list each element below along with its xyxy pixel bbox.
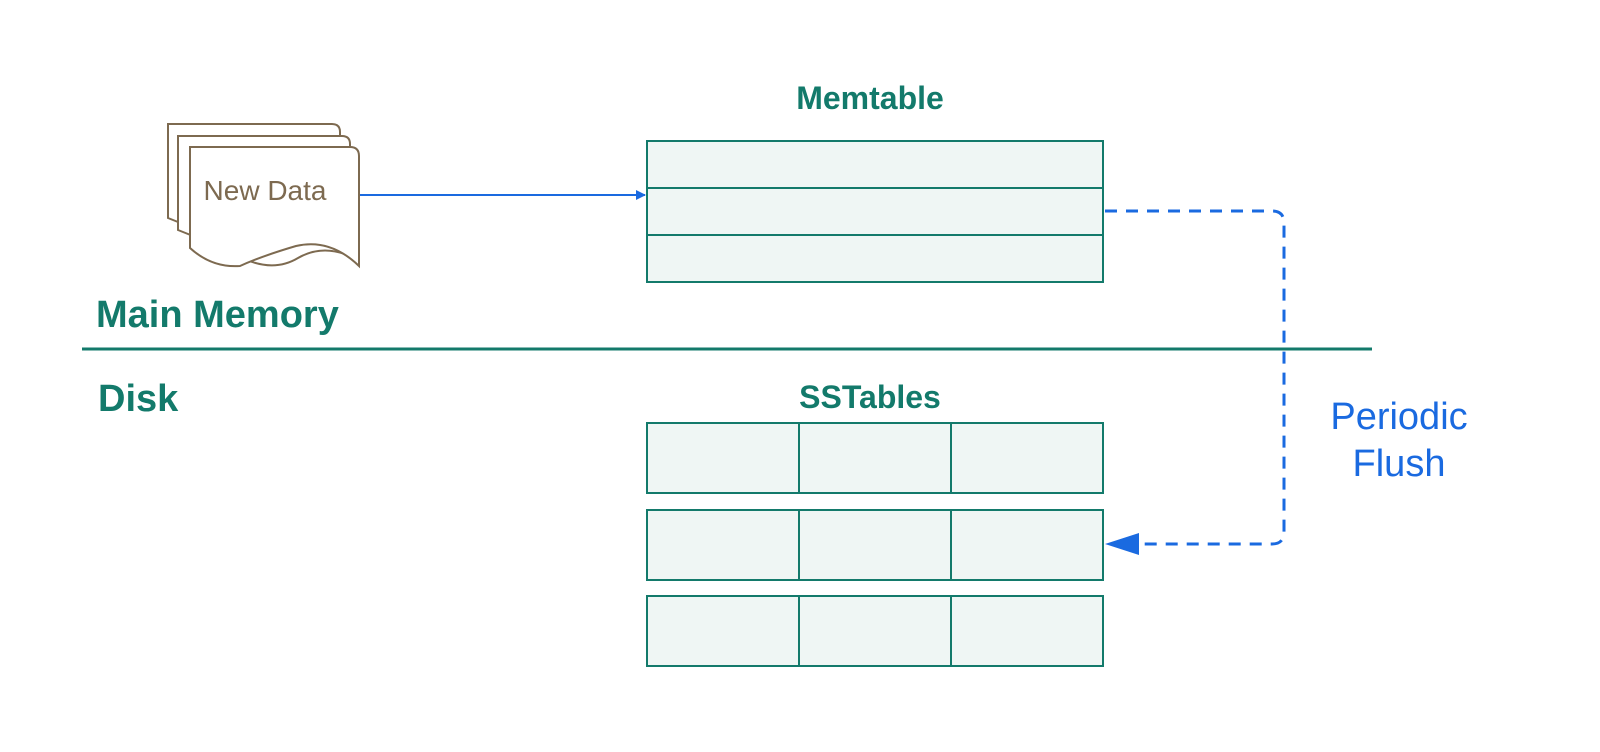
sstable xyxy=(646,595,1104,667)
sstable-cell xyxy=(950,595,1104,667)
sstable-cell xyxy=(798,422,952,494)
sstable-cell xyxy=(798,595,952,667)
sstable xyxy=(646,422,1104,494)
memtable-row xyxy=(646,187,1104,236)
disk-label: Disk xyxy=(98,378,179,420)
memtable-row xyxy=(646,234,1104,283)
sstable-cell xyxy=(950,422,1104,494)
sstable-cell xyxy=(646,422,800,494)
sstable-cell xyxy=(646,595,800,667)
memtable-title: Memtable xyxy=(796,80,944,116)
flush-arrowhead xyxy=(1105,533,1139,555)
sstable-cell xyxy=(798,509,952,581)
new-data-label: New Data xyxy=(204,175,327,206)
new-data-document-stack: New Data xyxy=(167,123,360,269)
memtable-row xyxy=(646,140,1104,189)
sstable-cell xyxy=(646,509,800,581)
sstable xyxy=(646,509,1104,581)
sstable-cell xyxy=(950,509,1104,581)
document-sheet-front xyxy=(189,146,360,269)
memtable xyxy=(646,140,1104,283)
flush-label-line2: Flush xyxy=(1353,443,1446,485)
main-memory-label: Main Memory xyxy=(96,294,339,336)
flush-label-line1: Periodic xyxy=(1330,396,1467,438)
flush-connector xyxy=(1105,209,1286,546)
sstables-title: SSTables xyxy=(799,379,941,415)
